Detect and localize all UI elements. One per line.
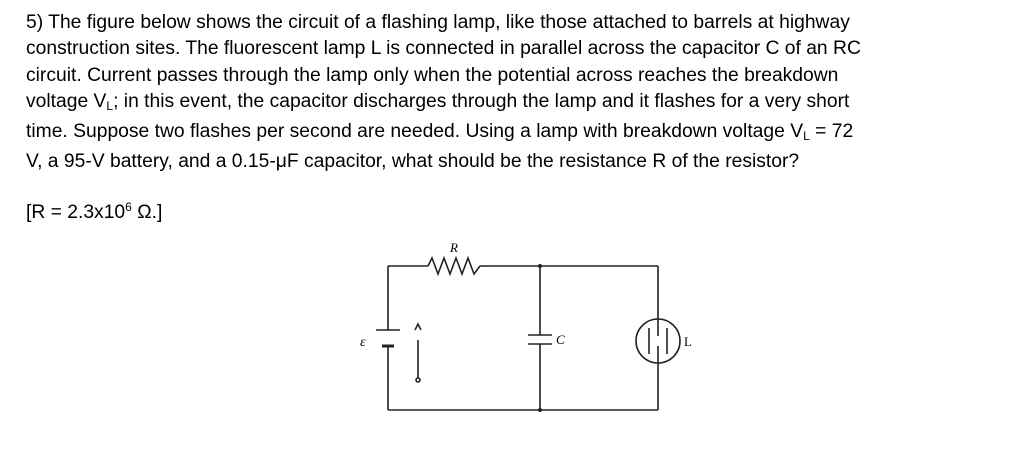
- capacitor: [528, 334, 552, 345]
- problem-line-2: construction sites. The fluorescent lamp…: [26, 38, 861, 60]
- junction-bottom: [538, 408, 542, 412]
- resistor: [427, 255, 481, 277]
- capacitor-label: C: [556, 332, 565, 347]
- circuit-diagram: R ε C L: [360, 240, 692, 412]
- switch-terminal: [415, 377, 421, 383]
- problem-number: 5): [26, 12, 44, 33]
- problem-statement: 5) The figure below shows the circuit of…: [26, 10, 1011, 176]
- resistor-label: R: [449, 240, 458, 255]
- lamp-electrodes: [648, 328, 668, 354]
- problem-line-5: time. Suppose two flashes per second are…: [26, 121, 854, 144]
- switch-arrow: [414, 322, 422, 331]
- problem-line-3: circuit. Current passes through the lamp…: [26, 64, 839, 86]
- problem-line-1: 5) The figure below shows the circuit of…: [26, 12, 850, 33]
- lamp-label: L: [684, 334, 692, 349]
- problem-line-4: voltage VL; in this event, the capacitor…: [26, 90, 850, 113]
- junction-top: [538, 264, 542, 268]
- emf-label: ε: [360, 335, 366, 350]
- answer: [R = 2.3x106 Ω.]: [26, 200, 163, 223]
- problem-line-6: V, a 95-V battery, and a 0.15-μF capacit…: [26, 151, 800, 173]
